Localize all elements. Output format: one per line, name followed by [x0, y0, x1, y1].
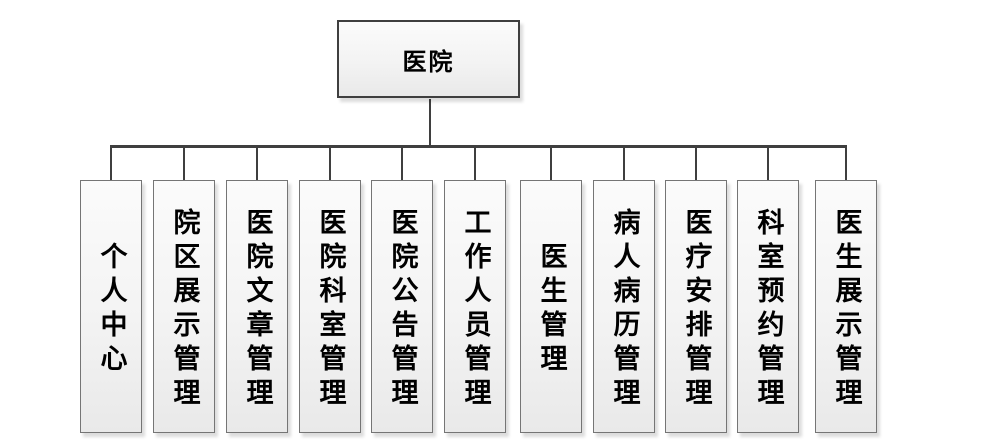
- node-label: 病人病历管理: [609, 208, 640, 412]
- node-label: 医院科室管理: [315, 208, 346, 412]
- connector-drop-4: [329, 146, 331, 181]
- node-label: 医生管理: [536, 242, 567, 378]
- connector-drop-8: [623, 146, 625, 181]
- connector-drop-10: [767, 146, 769, 181]
- connector-drop-1: [110, 146, 112, 181]
- connector-drop-9: [695, 146, 697, 181]
- node-hospital-root: 医院: [337, 20, 520, 98]
- node-staff-mgmt: 工作人员管理: [444, 180, 506, 433]
- node-label: 科室预约管理: [753, 208, 784, 412]
- node-doctor-mgmt: 医生管理: [520, 180, 582, 433]
- node-hospital-notice-mgmt: 医院公告管理: [371, 180, 433, 433]
- node-personal-center: 个人中心: [80, 180, 142, 433]
- node-label: 医院公告管理: [387, 208, 418, 412]
- node-label: 医生展示管理: [831, 208, 862, 412]
- node-hospital-department-mgmt: 医院科室管理: [299, 180, 361, 433]
- node-label: 医院文章管理: [242, 208, 273, 412]
- connector-drop-11: [845, 146, 847, 181]
- node-doctor-display-mgmt: 医生展示管理: [815, 180, 877, 433]
- connector-root-stub: [429, 99, 431, 146]
- node-campus-display-mgmt: 院区展示管理: [153, 180, 215, 433]
- node-patient-record-mgmt: 病人病历管理: [593, 180, 655, 433]
- connector-drop-3: [256, 146, 258, 181]
- node-label: 个人中心: [96, 242, 127, 378]
- node-label: 医疗安排管理: [681, 208, 712, 412]
- node-hospital-article-mgmt: 医院文章管理: [226, 180, 288, 433]
- connector-drop-6: [474, 146, 476, 181]
- node-medical-schedule-mgmt: 医疗安排管理: [665, 180, 727, 433]
- connector-drop-7: [550, 146, 552, 181]
- node-label: 院区展示管理: [169, 208, 200, 412]
- node-label: 工作人员管理: [460, 208, 491, 412]
- node-department-appointment-mgmt: 科室预约管理: [737, 180, 799, 433]
- connector-rail: [110, 145, 847, 148]
- node-label: 医院: [402, 48, 455, 76]
- connector-drop-5: [401, 146, 403, 181]
- connector-drop-2: [183, 146, 185, 181]
